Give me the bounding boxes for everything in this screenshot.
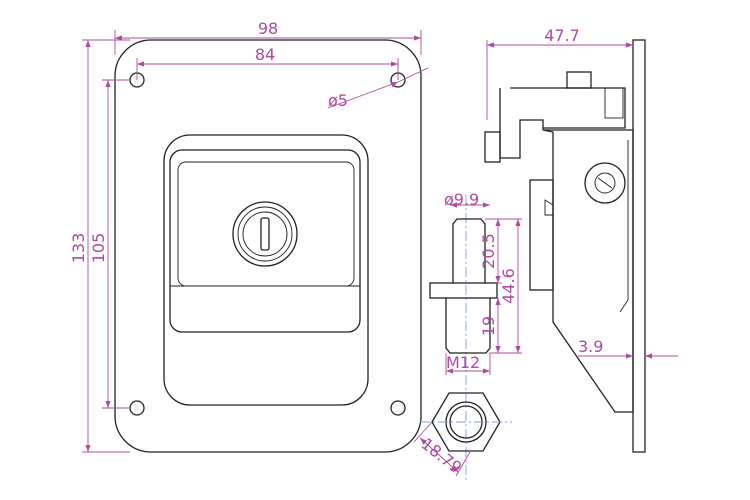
bracket-bolt	[484, 131, 501, 163]
total-length-dim: 44.6	[499, 268, 518, 304]
lock-cylinder	[232, 201, 298, 267]
top-nut	[566, 71, 592, 89]
key-slot-icon	[260, 217, 270, 251]
mounting-plate	[114, 39, 422, 453]
thread-size-dim: M12	[446, 353, 480, 372]
pin-thread	[445, 298, 491, 354]
plate-thickness-dim: 3.9	[578, 337, 603, 356]
depth-dim: 47.7	[544, 26, 580, 45]
handle-face	[177, 161, 355, 287]
height-dim: 133	[69, 233, 88, 264]
mounting-bracket	[499, 88, 544, 159]
pin-view: ø9.9 20.5 19 44.6 M12	[429, 190, 522, 480]
hole-spacing-x-dim: 84	[255, 45, 275, 64]
front-view: 98 84 ø5 133 105	[69, 19, 429, 453]
hole-diameter-dim: ø5	[328, 91, 348, 110]
pin-diameter-dim: ø9.9	[444, 190, 479, 209]
thread-length-dim: 19	[479, 316, 498, 336]
nut-view: 18.79	[413, 392, 512, 477]
side-view: 47.7 3.9	[484, 26, 678, 453]
latch-body	[542, 129, 634, 413]
handle	[169, 149, 361, 333]
side-plate	[632, 39, 646, 453]
pin-shaft	[452, 218, 486, 283]
width-dim: 98	[258, 19, 278, 38]
latch-block	[529, 179, 554, 291]
upper-length-dim: 20.5	[479, 233, 498, 269]
pin-collar	[429, 282, 498, 299]
cam-pivot	[584, 162, 626, 204]
hole-spacing-y-dim: 105	[89, 233, 108, 264]
mounting-hole	[129, 400, 145, 416]
mounting-hole	[390, 400, 406, 416]
recessed-pan	[163, 134, 369, 406]
